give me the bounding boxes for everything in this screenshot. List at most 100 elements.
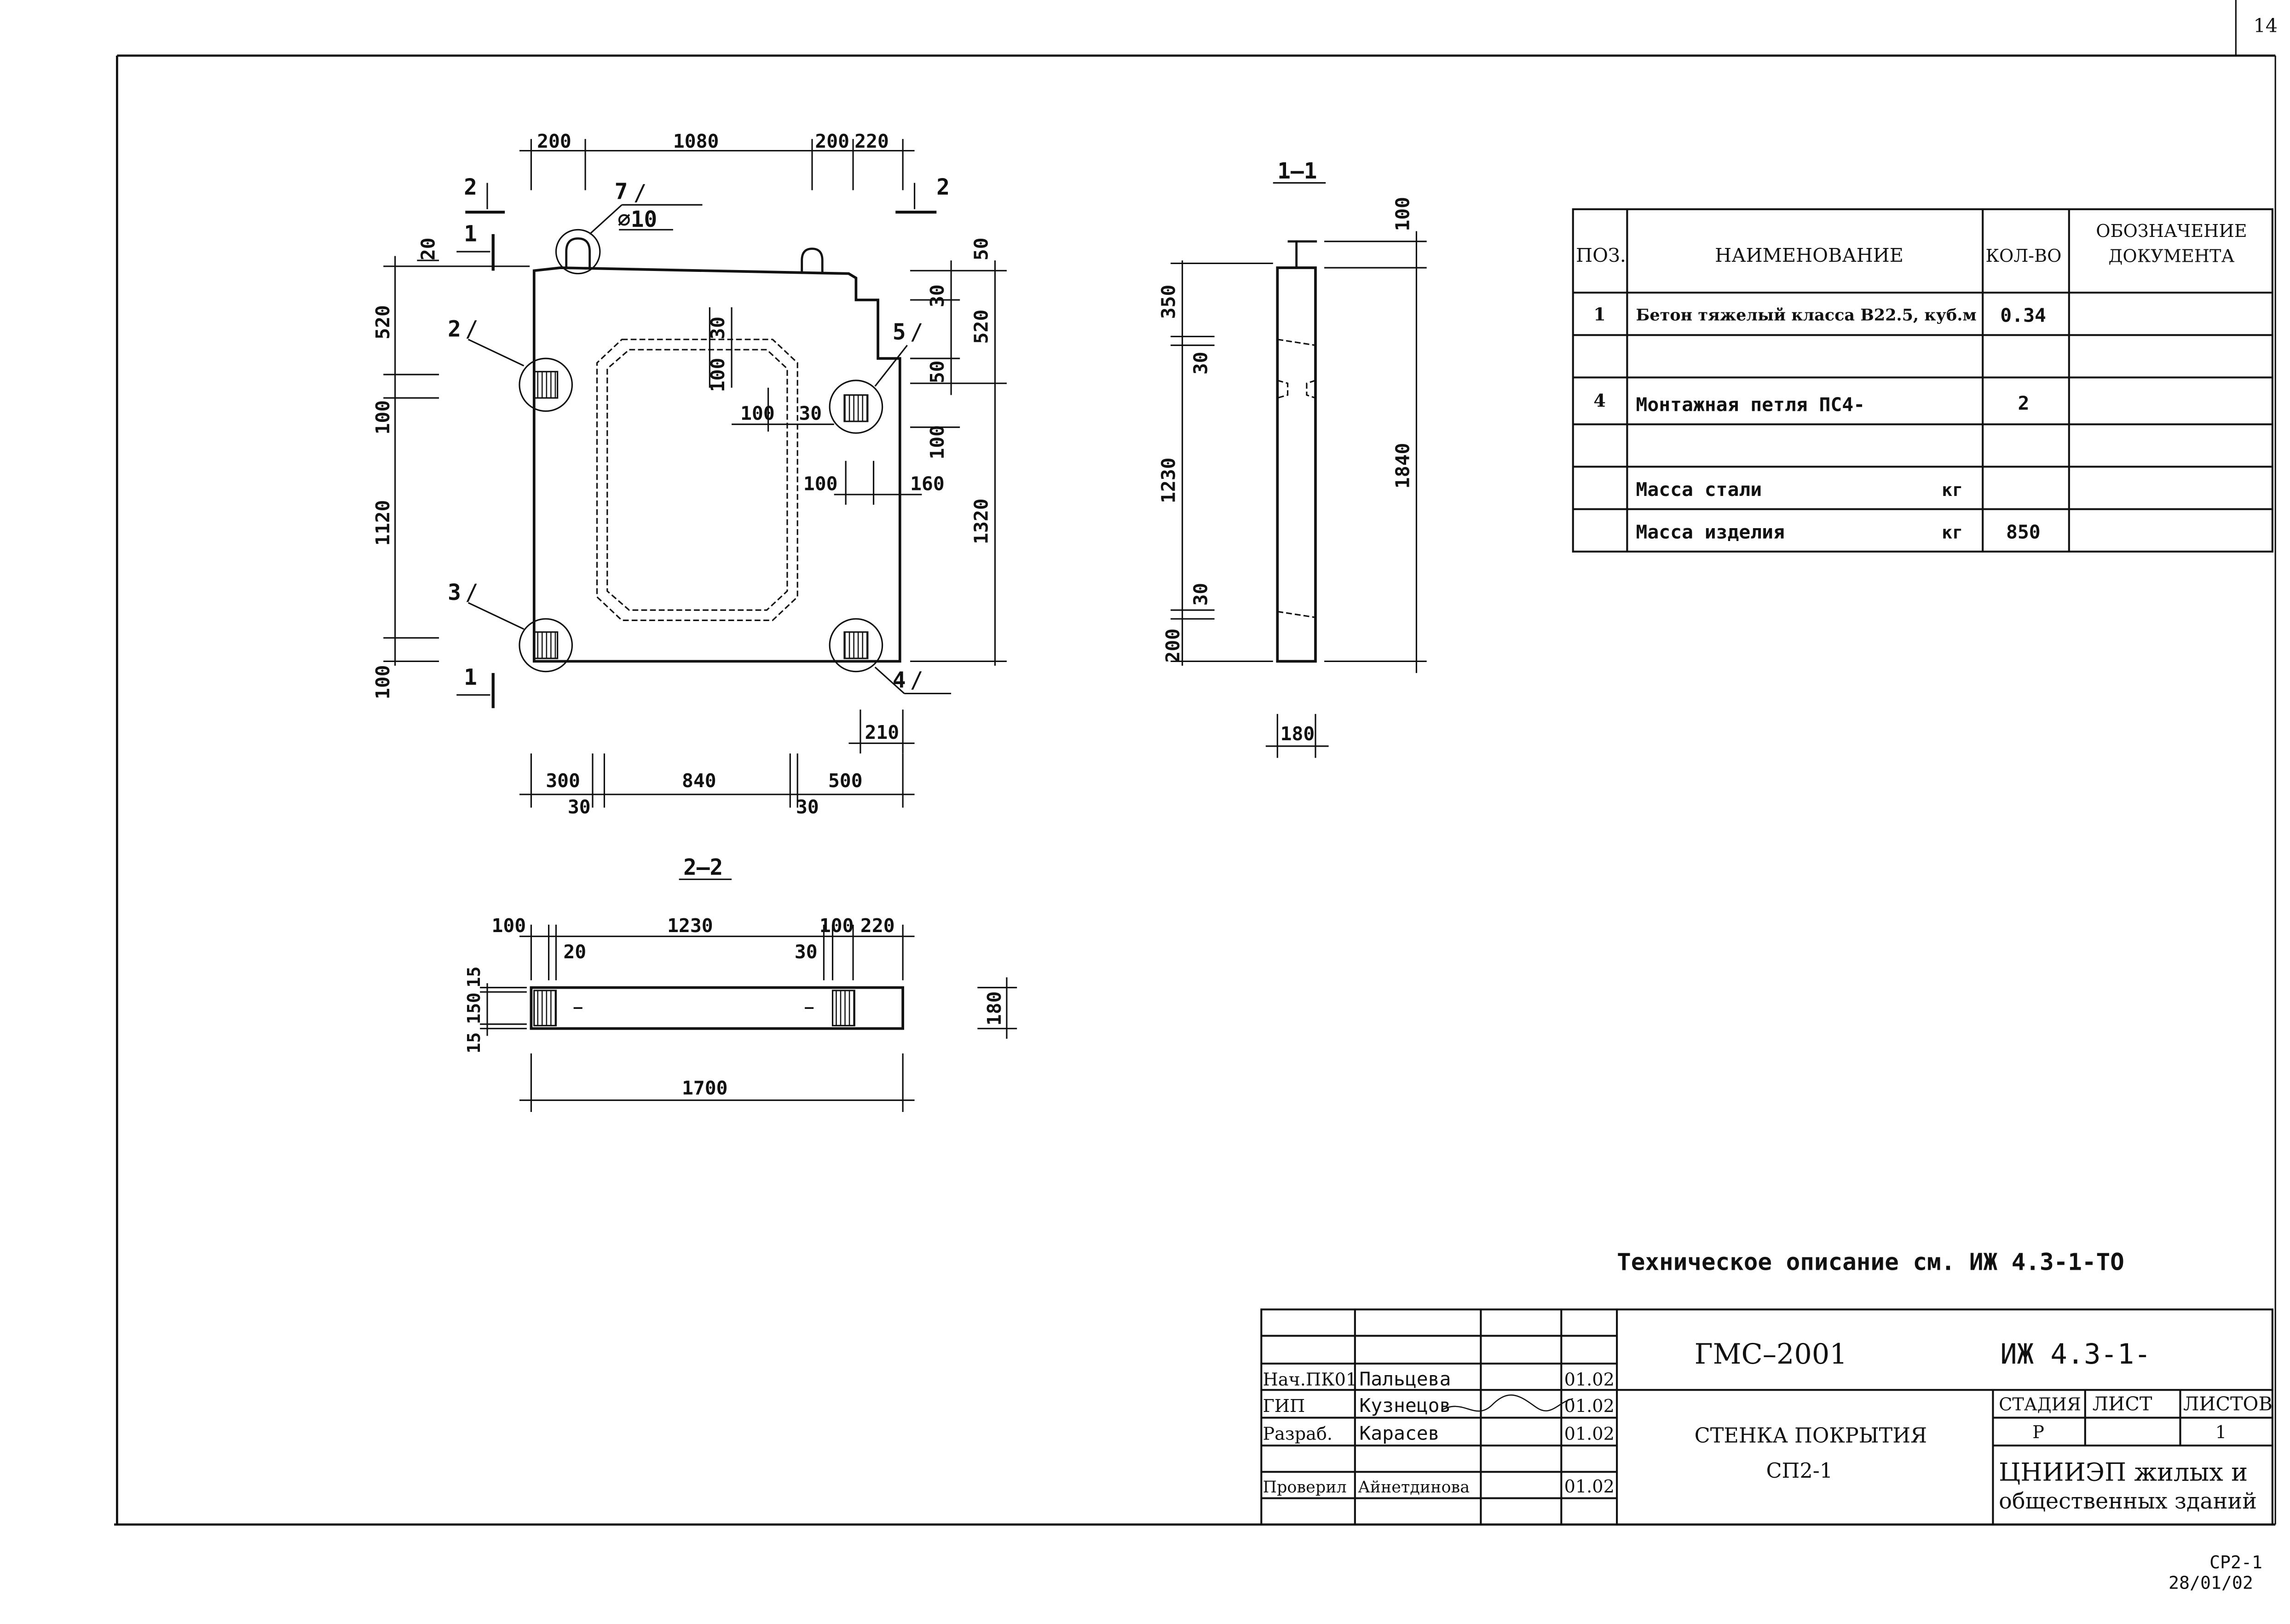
row-qty: 850 — [2006, 521, 2041, 543]
header-name: НАИМЕНОВАНИЕ — [1715, 244, 1904, 266]
lifting-loop — [555, 229, 601, 275]
section-2-2: 2–2 100 1230 100 220 20 30 15 150 15 — [464, 855, 1017, 1112]
dim-right: 520 — [970, 310, 992, 344]
row-name: Бетон тяжелый класса В22.5, куб.м — [1636, 305, 1976, 324]
front-view: 7 / ⌀10 2 / 5 / 3 / 4 / 2 2 1 1 — [372, 130, 1007, 818]
callout-3: 3 — [448, 580, 461, 605]
dim-left: 200 — [1162, 628, 1184, 663]
callout-7: 7 — [615, 179, 628, 205]
dim-top: 200 — [815, 130, 849, 152]
section-1-mark: 1 — [464, 665, 477, 690]
sig-date: 01.02 — [1564, 1370, 1615, 1390]
section-1-mark: 1 — [464, 222, 477, 247]
svg-text:/: / — [910, 668, 923, 693]
org-name: ЦНИИЭП жилых и — [1999, 1457, 2248, 1486]
dim-inner: 100 — [740, 403, 775, 425]
section-label: 2–2 — [683, 855, 723, 881]
dim-left: 1120 — [372, 500, 394, 546]
dim-top: 100 — [819, 915, 854, 937]
stage-value: Р — [2032, 1422, 2044, 1442]
dim-left: 520 — [372, 305, 394, 340]
embedded-plate-5 — [829, 380, 883, 434]
footer-code: СР2-1 — [2209, 1552, 2262, 1572]
dim-right: 30 — [926, 284, 948, 307]
embedded-plate-3 — [519, 618, 573, 673]
section-label: 1–1 — [1277, 159, 1317, 184]
dim-bottom: 300 — [546, 770, 580, 792]
dim-top: 220 — [860, 915, 895, 937]
row-unit: кг — [1942, 522, 1963, 542]
dim-right: 50 — [970, 237, 992, 260]
row-qty: 0.34 — [2000, 305, 2046, 327]
embedded-plate-2 — [519, 357, 573, 412]
sig-role: ГИП — [1263, 1396, 1305, 1416]
callout-2: 2 — [448, 317, 461, 342]
dim-top: 100 — [492, 915, 526, 937]
svg-text:/: / — [465, 317, 479, 342]
svg-text:/: / — [634, 181, 647, 206]
sig-date: 01.02 — [1564, 1423, 1615, 1444]
section-2-mark: 2 — [936, 175, 950, 200]
sheet-title-code: СП2-1 — [1766, 1459, 1833, 1483]
document-code: ИЖ 4.3-1- — [2000, 1338, 2151, 1371]
title-block: ГМС–2001 ИЖ 4.3-1- Нач.ПК01 Пальцева 01.… — [1260, 1308, 2273, 1526]
org-name: общественных зданий — [1999, 1489, 2257, 1514]
sig-date: 01.02 — [1564, 1476, 1615, 1497]
dim-right: 100 — [926, 425, 948, 460]
header-doc: ОБОЗНАЧЕНИЕ ДОКУМЕНТА — [2096, 221, 2247, 266]
dim-left: 100 — [372, 665, 394, 699]
sig-date: 01.02 — [1564, 1396, 1615, 1416]
dim-left: 350 — [1158, 285, 1180, 319]
dim-total: 1700 — [682, 1077, 728, 1099]
dim-sub: 20 — [563, 941, 586, 963]
dim-inner: 100 — [707, 358, 729, 392]
row-name: Монтажная петля ПС4- — [1636, 394, 1865, 416]
dim-right: 50 — [926, 360, 948, 383]
header-doc-cell: ОБОЗНАЧЕНИЕ ДОКУМЕНТА — [2096, 221, 2247, 266]
header-qty: КОЛ-ВО — [1986, 246, 2062, 266]
sig-role: Разраб. — [1263, 1423, 1333, 1444]
header-pos: ПОЗ. — [1576, 244, 1626, 266]
sig-name: Карасев — [1359, 1422, 1439, 1444]
svg-text:/: / — [910, 320, 923, 345]
dim-right: 100 — [1392, 197, 1414, 231]
dim-bottom: 30 — [568, 796, 591, 818]
dim-right: 180 — [983, 991, 1005, 1026]
row-qty: 2 — [2018, 392, 2029, 414]
dim-left: 15 — [464, 1032, 484, 1054]
sheets-value: 1 — [2215, 1422, 2227, 1442]
sheets-header: ЛИСТОВ — [2183, 1393, 2273, 1415]
dim-inner: 100 — [803, 472, 838, 495]
row-pos: 1 — [1593, 304, 1606, 324]
project-code: ГМС–2001 — [1695, 1338, 1847, 1371]
dim-left: 30 — [1190, 351, 1212, 374]
sig-name: Айнетдинова — [1358, 1478, 1470, 1497]
sig-name: Кузнецов — [1359, 1394, 1451, 1417]
diameter-label: ⌀10 — [617, 207, 657, 232]
dim-inner: 30 — [799, 403, 822, 425]
dim-left: 150 — [464, 992, 484, 1024]
row-name: Масса изделия — [1636, 521, 1784, 543]
dim-top: 200 — [537, 130, 571, 152]
footer-date: 28/01/02 — [2169, 1573, 2253, 1593]
dim-inner: 30 — [707, 317, 729, 340]
callout-5: 5 — [893, 320, 906, 345]
section-1-1: 1–1 350 30 1230 30 200 100 1840 180 — [1158, 159, 1427, 758]
lifting-loop — [801, 248, 824, 272]
dim-right: 1840 — [1392, 443, 1414, 489]
dim-inner: 160 — [910, 472, 945, 495]
dim-width: 180 — [1281, 723, 1315, 745]
row-pos: 4 — [1593, 390, 1606, 411]
sig-role: Проверил — [1263, 1478, 1347, 1497]
sig-role: Нач.ПК01 — [1263, 1370, 1357, 1390]
dim-left: 15 — [464, 967, 484, 988]
sheet-title: СТЕНКА ПОКРЫТИЯ — [1695, 1424, 1927, 1448]
svg-text:/: / — [465, 580, 479, 605]
dim-bottom: 500 — [828, 770, 863, 792]
signature-scribble — [1441, 1394, 1573, 1412]
dim-top: 1230 — [667, 915, 713, 937]
row-name: Масса стали — [1636, 478, 1762, 501]
page-number: 14 — [2253, 15, 2278, 37]
